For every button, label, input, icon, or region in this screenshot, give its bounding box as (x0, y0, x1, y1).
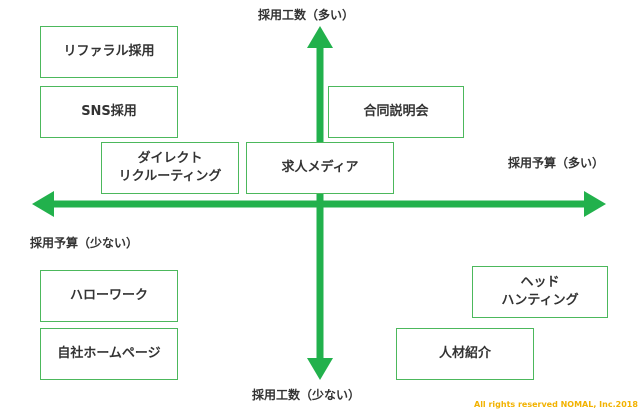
method-direct-recruiting: ダイレクト リクルーティング (101, 142, 239, 194)
method-headhunting: ヘッド ハンティング (472, 266, 608, 318)
method-referral: リファラル採用 (40, 26, 178, 78)
method-sns: SNS採用 (40, 86, 178, 138)
axis-label-right: 採用予算（多い） (508, 156, 605, 170)
axis-label-left: 採用予算（少ない） (30, 236, 139, 250)
method-joint-briefing: 合同説明会 (328, 86, 464, 138)
axis-label-top: 採用工数（多い） (258, 8, 355, 22)
left-arrowhead (32, 191, 54, 217)
right-arrowhead (584, 191, 606, 217)
top-arrowhead (307, 26, 333, 48)
method-hellowork: ハローワーク (40, 270, 178, 322)
axis-label-bottom: 採用工数（少ない） (252, 388, 361, 402)
copyright-notice: All rights reserved NOMAL, Inc.2018 (474, 400, 638, 409)
bottom-arrowhead (307, 358, 333, 380)
method-company-homepage: 自社ホームページ (40, 328, 178, 380)
method-job-media: 求人メディア (246, 142, 394, 194)
method-agency: 人材紹介 (396, 328, 534, 380)
